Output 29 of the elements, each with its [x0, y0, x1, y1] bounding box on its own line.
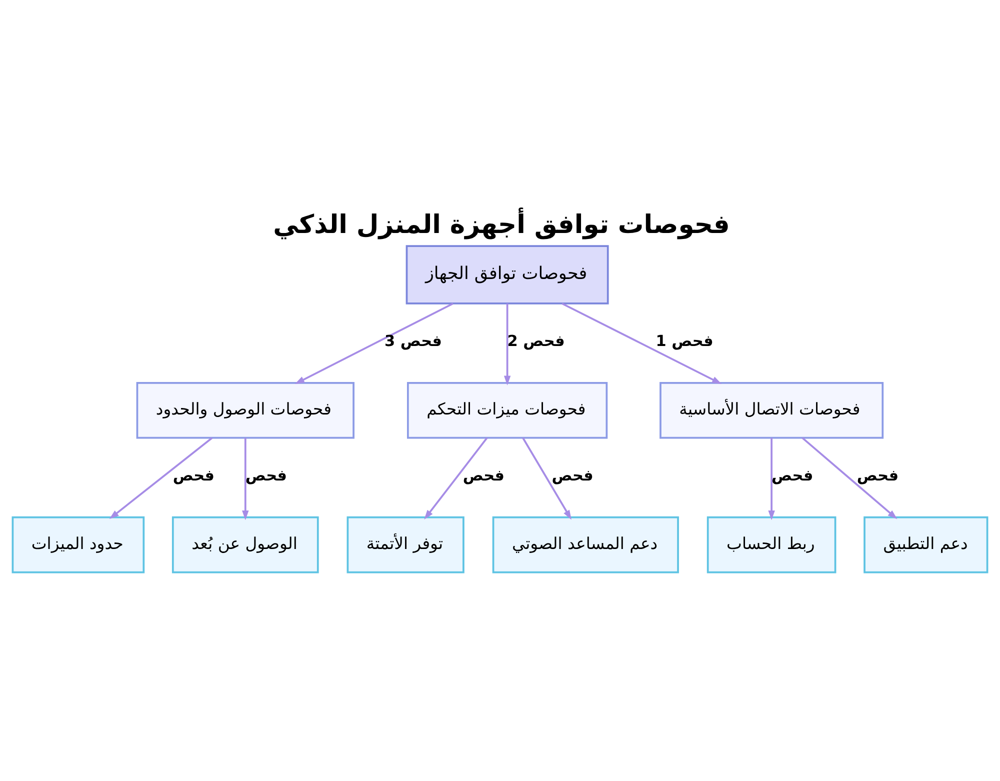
arrow: [424, 437, 488, 520]
arrow: [768, 438, 775, 520]
edge-label: فحص 1: [656, 332, 714, 350]
edge-label: فحص: [172, 466, 215, 484]
diagram-title: فحوصات توافق أجهزة المنزل الذكي: [273, 210, 730, 240]
edge-label: فحص 2: [507, 332, 565, 350]
edge-label: فحص: [856, 466, 899, 484]
edge-label: فحص: [552, 466, 594, 484]
edge-label: فحص 3: [384, 332, 442, 350]
arrow: [522, 438, 572, 520]
arrow: [294, 302, 454, 384]
node-box: فحوصات الوصول والحدود: [136, 382, 354, 439]
arrow: [802, 437, 898, 520]
node-box: دعم المساعد الصوتي: [492, 516, 679, 574]
edge-label: فحص: [772, 466, 814, 484]
edge-label: فحص: [462, 466, 504, 484]
arrow: [504, 304, 511, 386]
node-box: حدود الميزات: [12, 516, 145, 574]
node-box: توفر الأتمتة: [346, 516, 464, 574]
node-box: فحوصات ميزات التحكم: [406, 382, 608, 439]
node-box: فحوصات توافق الجهاز: [406, 245, 609, 304]
arrow: [109, 437, 213, 520]
edge-label: فحص: [245, 466, 288, 484]
node-box: فحوصات الاتصال الأساسية: [660, 382, 884, 439]
node-box: ربط الحساب: [706, 516, 836, 574]
arrow: [562, 302, 722, 384]
node-box: دعم التطبيق: [864, 516, 988, 574]
node-box: الوصول عن بُعد: [172, 516, 319, 574]
arrow: [242, 438, 249, 520]
